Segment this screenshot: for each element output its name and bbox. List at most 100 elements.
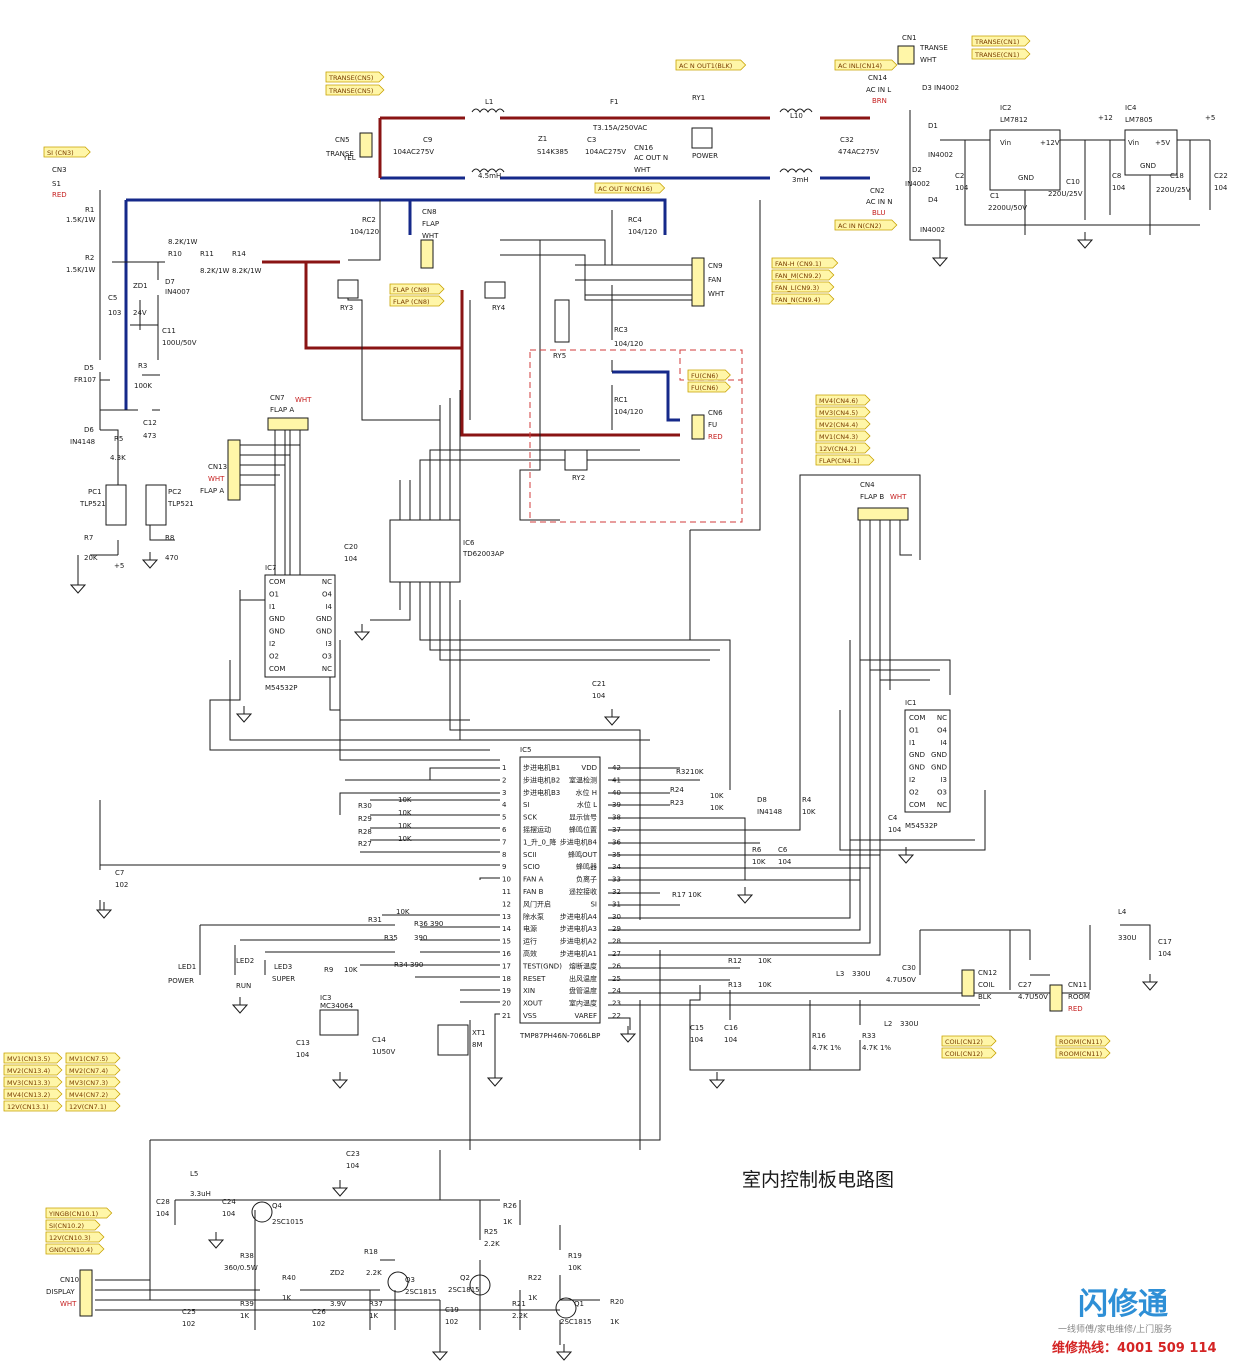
svg-text:12V(CN13.1): 12V(CN13.1)	[7, 1103, 49, 1111]
ic1-pin-label: COM	[909, 801, 925, 809]
svg-text:102: 102	[445, 1318, 458, 1326]
ic5-right-pin-number: 33	[612, 876, 621, 884]
svg-text:10K: 10K	[758, 981, 772, 989]
svg-text:104: 104	[222, 1210, 236, 1218]
ground-icon	[619, 1026, 637, 1043]
svg-text:TRANSE(CN5): TRANSE(CN5)	[328, 74, 373, 82]
svg-text:IN4002: IN4002	[905, 180, 930, 188]
svg-text:AC OUT N(CN16): AC OUT N(CN16)	[598, 185, 652, 193]
ic5-left-pin-label: SCII	[523, 851, 536, 859]
svg-text:D1: D1	[928, 122, 938, 130]
ic5-left-pin-label: 1_升_0_降	[523, 837, 556, 846]
svg-text:C22: C22	[1214, 172, 1228, 180]
net-tag-transe-cn1: TRANSE(CN1)	[971, 35, 1031, 47]
svg-text:SUPER: SUPER	[272, 975, 295, 983]
svg-text:R31: R31	[368, 916, 382, 924]
ic7-pin-label: I4	[325, 603, 332, 611]
svg-text:C15: C15	[690, 1024, 704, 1032]
ic5-left-pin-label: 摇摆运动	[523, 825, 551, 834]
ic7-pin-label: NC	[322, 665, 332, 673]
ic7-pin-label: GND	[269, 628, 285, 636]
ic5-right-pin-number: 31	[612, 900, 621, 908]
net-tag-fan-n: FAN_N(CN9.4)	[771, 293, 835, 305]
ground-icon	[1141, 974, 1159, 991]
ic5-left-pin-number: 15	[502, 938, 511, 946]
svg-text:LED2: LED2	[236, 957, 254, 965]
svg-text:2SC1815: 2SC1815	[448, 1286, 480, 1294]
svg-text:WHT: WHT	[295, 396, 312, 404]
ic4-regulator: Vin +5V GND IC4 LM7805	[1124, 104, 1178, 176]
ic5-right-pin-label: 盘管温度	[569, 986, 597, 995]
svg-text:D8: D8	[757, 796, 767, 804]
svg-text:IN4148: IN4148	[757, 808, 782, 816]
svg-text:C17: C17	[1158, 938, 1172, 946]
net-tag-mv3-cn7: MV3(CN7.3)	[65, 1076, 121, 1088]
svg-text:2SC1815: 2SC1815	[405, 1288, 437, 1296]
svg-text:FU(CN6): FU(CN6)	[691, 384, 718, 392]
svg-text:FLAP: FLAP	[422, 220, 439, 228]
svg-text:T3.15A/250VAC: T3.15A/250VAC	[592, 124, 647, 132]
ic5-left-pin-label: FAN A	[523, 876, 544, 884]
svg-text:BLK: BLK	[978, 993, 992, 1001]
svg-text:4.7U50V: 4.7U50V	[1018, 993, 1048, 1001]
svg-text:C6: C6	[778, 846, 788, 854]
net-tag-v12-cn10: 12V(CN10.3)	[45, 1231, 105, 1243]
svg-text:C7: C7	[115, 869, 124, 877]
ic5-left-pin-number: 19	[502, 987, 511, 995]
svg-text:L4: L4	[1118, 908, 1127, 916]
svg-text:R20: R20	[610, 1298, 624, 1306]
ic5-mcu: IC5 TMP87PH46N-7066LBP	[519, 746, 601, 1040]
svg-text:MV1(CN4.3): MV1(CN4.3)	[819, 433, 858, 441]
net-tag-v12-cn4: 12V(CN4.2)	[815, 442, 871, 454]
svg-text:AC OUT N: AC OUT N	[634, 154, 668, 162]
svg-text:C12: C12	[143, 419, 157, 427]
svg-text:AC IN N(CN2): AC IN N(CN2)	[838, 222, 881, 230]
ic5-right-pin-label: VAREF	[575, 1012, 597, 1020]
svg-text:IC1: IC1	[905, 699, 916, 707]
ic5-right-pin-number: 22	[612, 1012, 621, 1020]
svg-text:1K: 1K	[240, 1312, 249, 1320]
svg-text:3.9V: 3.9V	[330, 1300, 346, 1308]
ry1-coil	[691, 127, 713, 149]
svg-text:C2: C2	[955, 172, 964, 180]
svg-text:+5V: +5V	[1155, 139, 1170, 147]
ic5-left-pin-number: 4	[502, 801, 507, 809]
svg-text:M54532P: M54532P	[265, 684, 298, 692]
svg-text:C13: C13	[296, 1039, 310, 1047]
ic5-right-pin-number: 35	[612, 851, 621, 859]
svg-text:2.2K: 2.2K	[366, 1269, 382, 1277]
svg-text:RUN: RUN	[236, 982, 251, 990]
ic5-left-pin-number: 16	[502, 950, 511, 958]
ground-icon	[431, 1344, 449, 1361]
ground-icon	[207, 1232, 225, 1249]
svg-text:+12V: +12V	[1040, 139, 1060, 147]
svg-text:TRANSE(CN1): TRANSE(CN1)	[974, 38, 1019, 46]
ic5-right-pin-label: 熔断温度	[569, 961, 597, 970]
ic7-pin-label: GND	[316, 615, 332, 623]
svg-text:L3: L3	[836, 970, 844, 978]
svg-text:Z1: Z1	[538, 135, 547, 143]
ic5-right-pin-number: 39	[612, 801, 621, 809]
svg-text:104: 104	[955, 184, 969, 192]
ic5-left-pin-number: 10	[502, 876, 511, 884]
svg-text:1K: 1K	[610, 1318, 619, 1326]
l1-choke	[471, 108, 505, 173]
svg-text:BRN: BRN	[872, 97, 887, 105]
ic1-pin-label: GND	[931, 751, 947, 759]
svg-text:POWER: POWER	[168, 977, 194, 985]
svg-text:20K: 20K	[84, 554, 98, 562]
svg-text:104: 104	[296, 1051, 310, 1059]
ic7-pin-label: GND	[316, 628, 332, 636]
svg-text:ROOM(CN11): ROOM(CN11)	[1059, 1038, 1102, 1046]
ic1-pin-label: NC	[937, 714, 947, 722]
svg-text:3mH: 3mH	[792, 176, 809, 184]
svg-text:IN4007: IN4007	[165, 288, 190, 296]
ic5-left-pin-label: VSS	[523, 1012, 537, 1020]
ic7-pin-label: O1	[269, 590, 279, 598]
ic7-pin-label: I1	[269, 603, 276, 611]
svg-text:C20: C20	[344, 543, 358, 551]
svg-text:4.7K 1%: 4.7K 1%	[812, 1044, 841, 1052]
svg-text:R13: R13	[728, 981, 742, 989]
svg-text:D2: D2	[912, 166, 922, 174]
svg-text:TD62003AP: TD62003AP	[462, 550, 504, 558]
